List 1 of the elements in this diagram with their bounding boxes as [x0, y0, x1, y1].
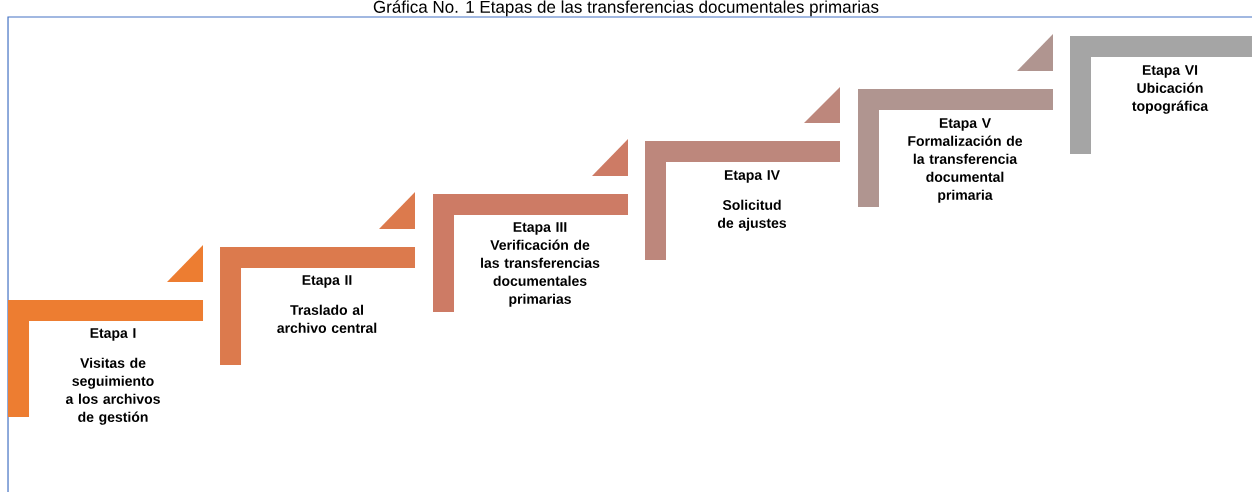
- title: Gráfica No. 1 Etapas de las transferencias documentales primarias: [373, 0, 879, 17]
